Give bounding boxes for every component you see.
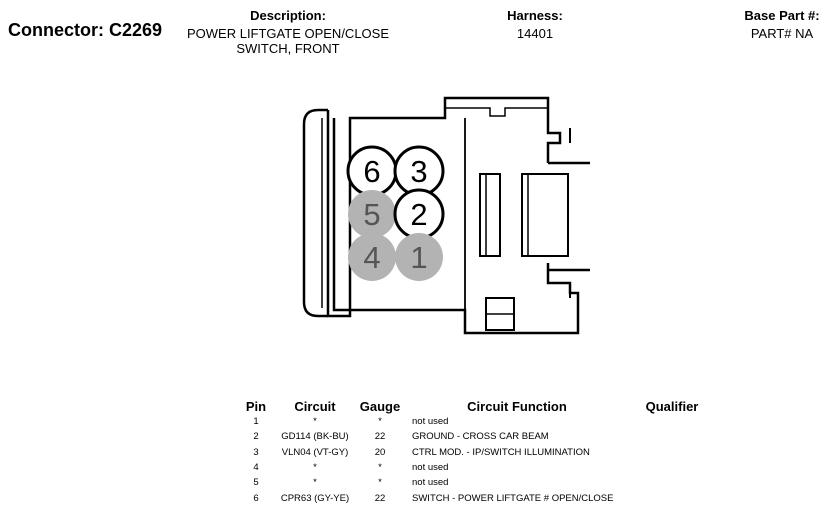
- function-cell: not used: [412, 462, 449, 474]
- function-cell: not used: [412, 477, 449, 489]
- gauge-cell: 22: [374, 431, 386, 443]
- pin-cell: 5: [253, 477, 259, 489]
- description-label: Description:: [250, 8, 326, 23]
- harness-value: 14401: [516, 26, 554, 41]
- circuit-cell: *: [313, 462, 317, 474]
- pin-header: Pin: [245, 399, 267, 414]
- qualifier-header: Qualifier: [645, 399, 699, 414]
- housing-top: [326, 96, 562, 318]
- table-row: 3 VLN04 (VT-GY) 20 CTRL MOD. - IP/SWITCH…: [240, 445, 712, 460]
- pin-circle: [395, 233, 443, 281]
- pin-cavity-2: 2: [393, 188, 445, 240]
- function-cell: not used: [412, 416, 449, 428]
- pin-number-label: 5: [363, 197, 380, 232]
- description-block: Description: POWER LIFTGATE OPEN/CLOSE S…: [178, 8, 398, 56]
- pin-circle: [348, 233, 396, 281]
- pin-cavity-5: 5: [348, 190, 396, 238]
- qualifier-cell: [632, 475, 712, 490]
- table-row: 6 CPR63 (GY-YE) 22 SWITCH - POWER LIFTGA…: [240, 490, 712, 505]
- pin-number-label: 2: [410, 197, 427, 232]
- pin-table-header: Pin Circuit Gauge Circuit Function Quali…: [240, 398, 712, 414]
- gauge-header: Gauge: [359, 399, 401, 414]
- right-latch-window: [521, 173, 569, 257]
- qualifier-cell: [632, 490, 712, 505]
- connector-id: C2269: [109, 20, 163, 40]
- gauge-cell: 22: [374, 492, 386, 504]
- pin-circle: [348, 190, 396, 238]
- function-header: Circuit Function: [467, 399, 567, 414]
- pin-cell: 6: [253, 492, 259, 504]
- pin-number-label: 6: [363, 154, 380, 189]
- pin-number-label: 1: [410, 240, 427, 275]
- pin-cell: 4: [253, 462, 259, 474]
- housing-top-notch: [444, 98, 548, 117]
- pin-cavity-3: 3: [393, 145, 445, 197]
- gauge-cell: *: [378, 462, 382, 474]
- harness-label: Harness:: [507, 8, 563, 23]
- description-line-1: POWER LIFTGATE OPEN/CLOSE: [186, 26, 389, 41]
- pin-cavity-1: 1: [395, 233, 443, 281]
- table-row: 2 GD114 (BK-BU) 22 GROUND - CROSS CAR BE…: [240, 429, 712, 444]
- function-cell: SWITCH - POWER LIFTGATE # OPEN/CLOSE: [412, 492, 614, 504]
- pin-number-label: 3: [410, 154, 427, 189]
- base-part-block: Base Part #: PART# NA: [722, 8, 829, 41]
- circuit-cell: GD114 (BK-BU): [281, 431, 349, 443]
- gauge-cell: *: [378, 477, 382, 489]
- pin-cavity-4: 4: [348, 233, 396, 281]
- middle-bar: [479, 173, 501, 257]
- description-line-2: SWITCH, FRONT: [236, 41, 340, 56]
- table-row: 4 * * not used: [240, 460, 712, 475]
- pin-table: Pin Circuit Gauge Circuit Function Quali…: [240, 398, 712, 506]
- housing-bottom: [332, 118, 580, 335]
- circuit-cell: *: [313, 477, 317, 489]
- table-row: 5 * * not used: [240, 475, 712, 490]
- pin-cell: 1: [253, 416, 259, 428]
- base-part-value: PART# NA: [750, 26, 814, 41]
- pin-cell: 2: [253, 431, 259, 443]
- circuit-header: Circuit: [294, 399, 336, 414]
- left-latch: [302, 108, 328, 318]
- function-cell: GROUND - CROSS CAR BEAM: [412, 431, 549, 443]
- pin-number-label: 4: [363, 240, 380, 275]
- pin-cell: 3: [253, 446, 259, 458]
- connector-housing: [302, 96, 590, 335]
- circuit-cell: VLN04 (VT-GY): [281, 446, 349, 458]
- function-cell: CTRL MOD. - IP/SWITCH ILLUMINATION: [412, 446, 590, 458]
- side-ticks: [547, 128, 571, 298]
- circuit-cell: CPR63 (GY-YE): [280, 492, 350, 504]
- pin-cavity-6: 6: [346, 145, 398, 197]
- circuit-cell: *: [313, 416, 317, 428]
- harness-block: Harness: 14401: [485, 8, 585, 41]
- qualifier-cell: [632, 460, 712, 475]
- table-row: 1 * * not used: [240, 414, 712, 429]
- qualifier-cell: [632, 445, 712, 460]
- gauge-cell: 20: [374, 446, 386, 458]
- qualifier-cell: [632, 414, 712, 429]
- connector-title: Connector: C2269: [8, 20, 162, 41]
- base-part-label: Base Part #:: [744, 8, 820, 23]
- qualifier-cell: [632, 429, 712, 444]
- connector-label: Connector:: [8, 20, 104, 40]
- gauge-cell: *: [378, 416, 382, 428]
